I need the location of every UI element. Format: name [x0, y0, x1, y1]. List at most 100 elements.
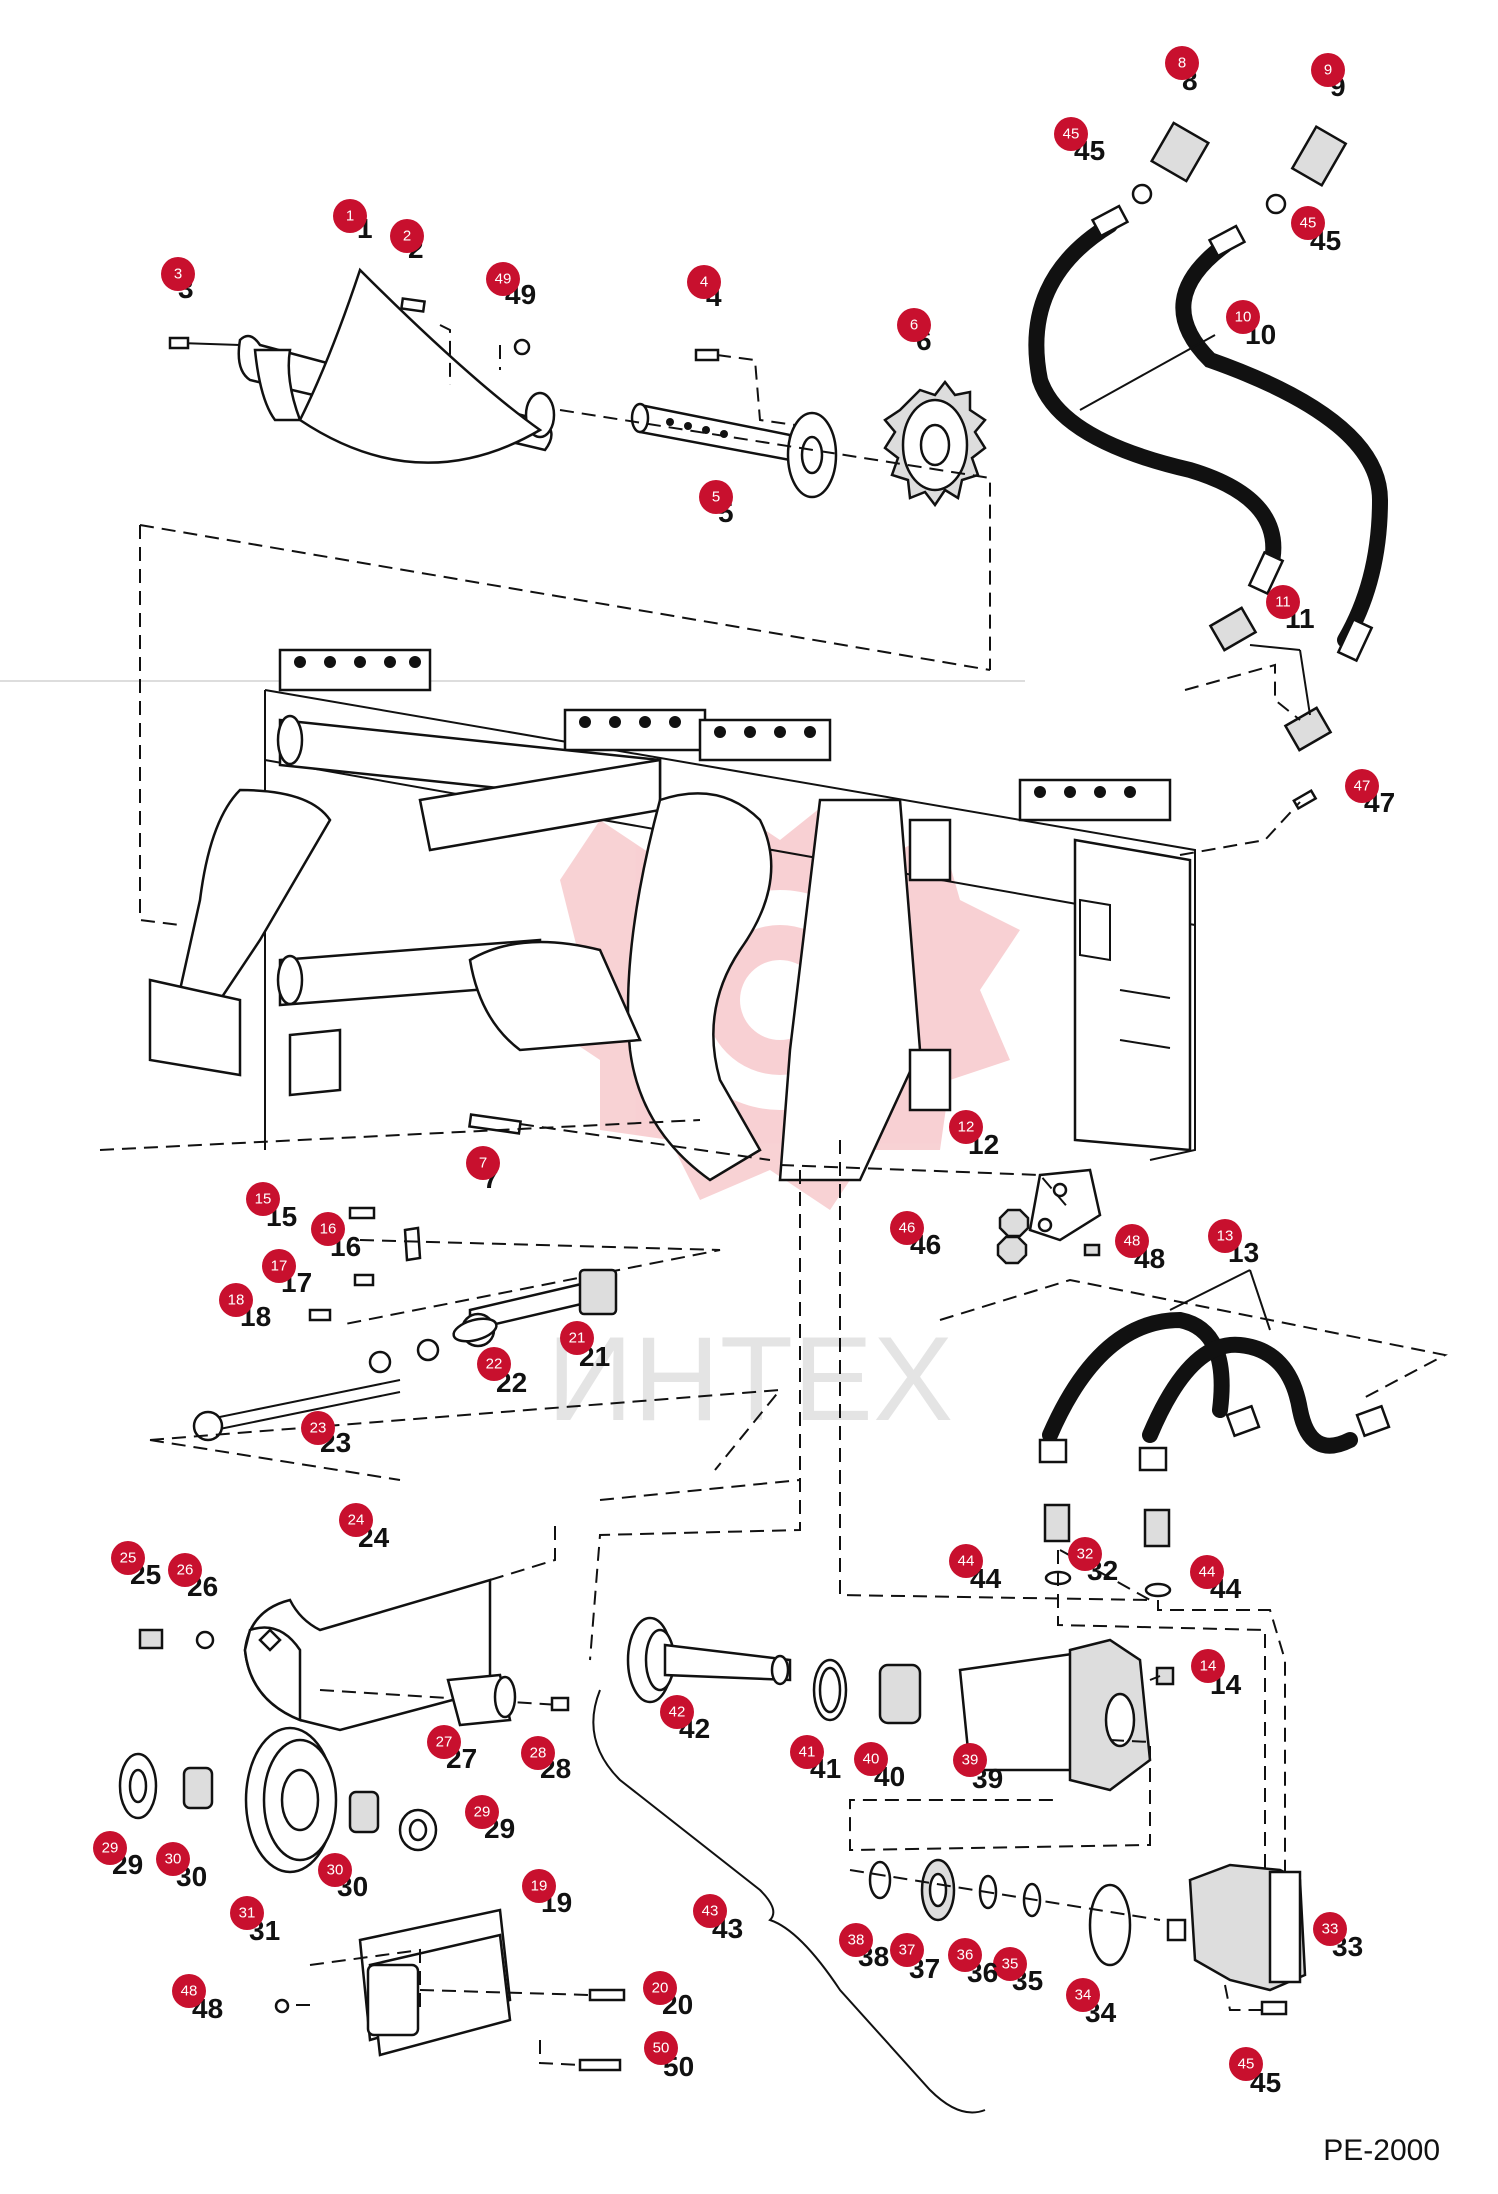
callout-number: 29	[474, 1804, 491, 1821]
red-circle-badge-icon	[246, 1182, 280, 1216]
red-circle-badge-icon	[339, 1503, 373, 1537]
red-circle-badge-icon	[1191, 1649, 1225, 1683]
callout-number: 12	[958, 1119, 975, 1136]
callout-number: 36	[957, 1947, 974, 1964]
callout-number: 27	[436, 1734, 453, 1751]
red-circle-badge-icon	[311, 1212, 345, 1246]
red-circle-badge-icon	[465, 1795, 499, 1829]
callout-4: 44	[687, 265, 722, 312]
callout-number: 10	[1235, 309, 1252, 326]
callout-number: 29	[102, 1840, 119, 1857]
callout-number: 49	[495, 271, 512, 288]
callout-number: 24	[348, 1512, 365, 1529]
red-circle-badge-icon	[219, 1283, 253, 1317]
red-circle-badge-icon	[949, 1544, 983, 1578]
red-circle-badge-icon	[890, 1933, 924, 1967]
red-circle-badge-icon	[693, 1894, 727, 1928]
red-circle-badge-icon	[1311, 53, 1345, 87]
group-brace-43	[592, 1689, 986, 2114]
callout-number: 11	[1275, 594, 1291, 611]
callout-number: 21	[569, 1330, 586, 1347]
red-circle-badge-icon	[660, 1695, 694, 1729]
callout-number: 50	[653, 2040, 670, 2057]
callout-number: 45	[1300, 215, 1317, 232]
callout-number: 17	[271, 1258, 288, 1275]
red-circle-badge-icon	[230, 1896, 264, 1930]
red-circle-badge-icon	[1165, 46, 1199, 80]
callout-number: 37	[899, 1942, 916, 1959]
callout-1: 11	[333, 199, 373, 244]
callout-number: 30	[165, 1851, 182, 1868]
callout-8: 88	[1165, 46, 1199, 96]
red-circle-badge-icon	[172, 1974, 206, 2008]
callout-number: 48	[181, 1983, 198, 2000]
callout-number: 20	[652, 1980, 669, 1997]
red-circle-badge-icon	[333, 199, 367, 233]
red-circle-badge-icon	[111, 1541, 145, 1575]
part-labels-layer: 1122334455667788991010111112121313141415…	[93, 46, 1395, 2098]
fittings-group	[1043, 1503, 1286, 1885]
callout-number: 34	[1075, 1987, 1092, 2004]
red-circle-badge-icon	[1226, 300, 1260, 334]
red-circle-badge-icon	[262, 1249, 296, 1283]
red-circle-badge-icon	[161, 257, 195, 291]
callout-number: 35	[1002, 1956, 1019, 1973]
red-circle-badge-icon	[301, 1411, 335, 1445]
callout-number: 15	[255, 1191, 272, 1208]
callout-number: 33	[1322, 1921, 1339, 1938]
callout-9: 99	[1311, 53, 1346, 102]
callout-number: 7	[479, 1155, 487, 1172]
motor-seals-group	[849, 1858, 1307, 2016]
callout-number: 44	[1199, 1564, 1216, 1581]
callout-number: 8	[1178, 55, 1186, 72]
red-circle-badge-icon	[477, 1347, 511, 1381]
callout-number: 31	[239, 1905, 256, 1922]
callout-3: 33	[161, 257, 195, 304]
callout-number: 4	[700, 274, 708, 291]
callout-number: 19	[531, 1878, 548, 1895]
red-circle-badge-icon	[1345, 769, 1379, 803]
red-circle-badge-icon	[1066, 1978, 1100, 2012]
wheel-bearings-group	[118, 1726, 438, 1874]
diagram-code: PE-2000	[1323, 2134, 1440, 2167]
red-circle-badge-icon	[390, 219, 424, 253]
callout-number: 2	[403, 228, 411, 245]
callout-number: 28	[530, 1745, 547, 1762]
red-circle-badge-icon	[1208, 1219, 1242, 1253]
red-circle-badge-icon	[948, 1938, 982, 1972]
plate-nuts-group	[779, 1164, 1102, 1265]
arm-assembly-group	[138, 1520, 570, 1760]
red-circle-badge-icon	[1229, 2047, 1263, 2081]
red-circle-badge-icon	[644, 2031, 678, 2065]
callout-number: 47	[1354, 778, 1371, 795]
callout-6: 66	[897, 308, 932, 356]
